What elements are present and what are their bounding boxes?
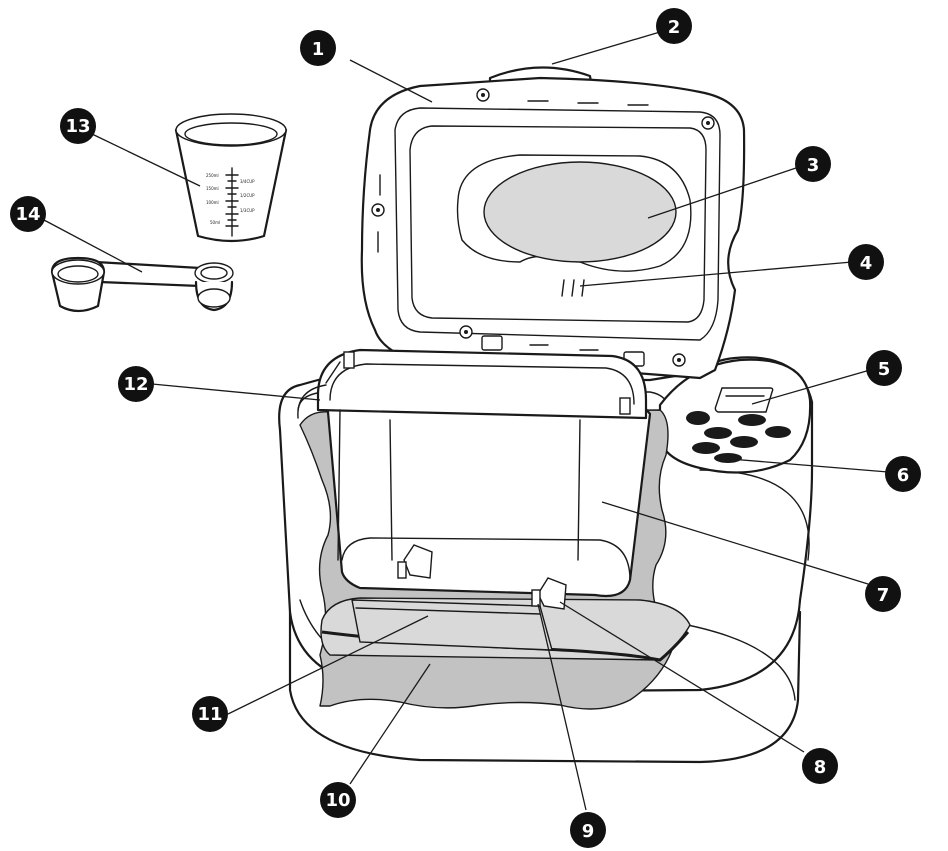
ml-mark-50: 50ml [210,220,220,225]
svg-text:10: 10 [325,790,350,811]
callout-13: 13 [60,108,96,144]
svg-text:7: 7 [877,585,890,606]
svg-text:8: 8 [814,757,827,778]
callout-4: 4 [848,244,884,280]
lid [360,66,746,380]
pan-support [351,599,553,651]
callout-9: 9 [570,812,606,848]
svg-text:5: 5 [878,359,891,380]
control-buttons[interactable] [686,411,791,463]
svg-text:11: 11 [197,704,222,725]
callout-8: 8 [802,748,838,784]
svg-text:1: 1 [312,39,325,60]
control-panel [658,358,812,474]
baking-pan [297,348,652,610]
callout-2: 2 [656,8,692,44]
svg-text:6: 6 [897,465,910,486]
measuring-spoon [50,256,234,313]
svg-text:14: 14 [15,204,40,225]
ml-mark-100: 100ml [206,200,219,205]
callout-6: 6 [885,456,921,492]
measuring-cup: 250ml 150ml 100ml 50ml 3/4CUP 1/2CUP 1/3… [174,113,288,243]
callout-14: 14 [10,196,46,232]
drive-shaft [531,589,541,607]
cup-mark-three-quarter: 3/4CUP [240,179,255,184]
callouts: 1 2 3 4 5 6 7 8 [10,8,921,848]
screws [371,88,715,367]
svg-text:2: 2 [668,17,681,38]
leader-lines [43,31,889,811]
kneading-paddle-right [531,577,567,610]
callout-5: 5 [866,350,902,386]
cup-graduations: 250ml 150ml 100ml 50ml 3/4CUP 1/2CUP 1/3… [206,167,255,237]
svg-text:9: 9 [582,821,595,842]
lcd-display [714,387,774,413]
ml-mark-250: 250ml [206,173,219,178]
viewing-window [483,161,677,263]
svg-text:12: 12 [123,374,148,395]
kneading-paddle-left [397,544,433,579]
ml-mark-150: 150ml [206,186,219,191]
cup-mark-half: 1/2CUP [240,193,255,198]
vent-slots [561,279,585,297]
cup-mark-third: 1/3CUP [240,208,255,213]
svg-text:3: 3 [807,155,820,176]
callout-11: 11 [192,696,228,732]
callout-3: 3 [795,146,831,182]
callout-12: 12 [118,366,154,402]
callout-7: 7 [865,576,901,612]
svg-text:4: 4 [860,253,873,274]
callout-1: 1 [300,30,336,66]
callout-10: 10 [320,782,356,818]
svg-text:13: 13 [65,116,90,137]
